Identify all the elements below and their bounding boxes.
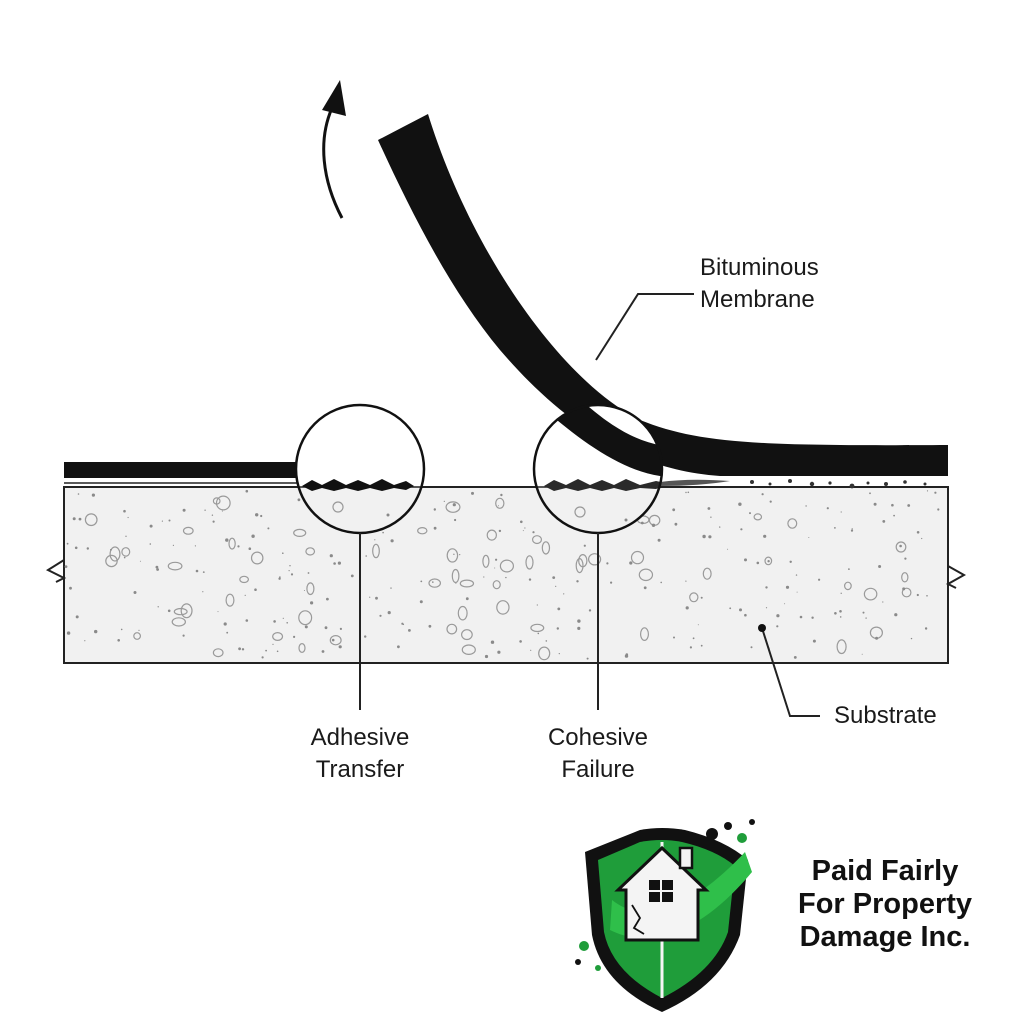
peel-direction-arrow [322,80,346,219]
membrane-label-line1: Bituminous [700,254,819,281]
substrate-block [45,486,967,664]
substrate-leader [761,627,820,717]
membrane-label-line2: Membrane [700,286,815,313]
company-name: Paid Fairly For Property Damage Inc. [770,855,1000,954]
bituminous-membrane [378,114,948,476]
membrane-leader [595,293,694,361]
adhesive-label-line1: Adhesive [310,724,410,751]
company-logo-shield [575,819,755,1012]
adhesive-transfer-label: Adhesive Transfer [280,722,440,786]
membrane-residue [660,479,927,489]
membrane-label: Bituminous Membrane [700,252,860,316]
cohesive-failure-label: Cohesive Failure [518,722,678,786]
membrane-bonded-section [64,462,300,478]
company-name-line3: Damage Inc. [799,921,971,953]
cohesive-label-line2: Failure [561,756,635,783]
company-name-line1: Paid Fairly [811,855,959,887]
adhesive-label-line2: Transfer [315,756,405,783]
company-name-line2: For Property [797,888,973,920]
cohesive-label-line1: Cohesive [547,724,649,751]
break-line-right [945,565,967,589]
substrate-label: Substrate [834,702,937,729]
break-line-left [45,559,67,583]
